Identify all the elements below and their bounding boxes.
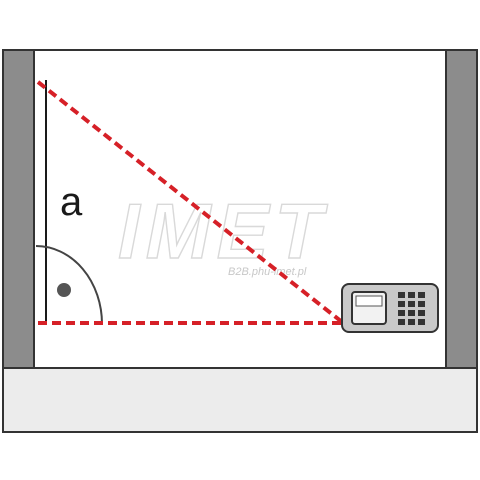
right-angle-icon xyxy=(35,245,103,325)
device-keypad xyxy=(398,292,425,325)
right-wall xyxy=(445,49,478,369)
left-wall xyxy=(2,49,35,369)
watermark-brand: IMET xyxy=(118,187,329,275)
height-label: a xyxy=(60,180,83,224)
floor xyxy=(2,367,478,433)
laser-distance-meter-icon xyxy=(341,283,439,333)
laser-beam-diagonal xyxy=(36,80,344,324)
watermark: IMET B2B.phu-imet.pl xyxy=(117,186,329,278)
watermark-site: B2B.phu-imet.pl xyxy=(228,266,307,278)
